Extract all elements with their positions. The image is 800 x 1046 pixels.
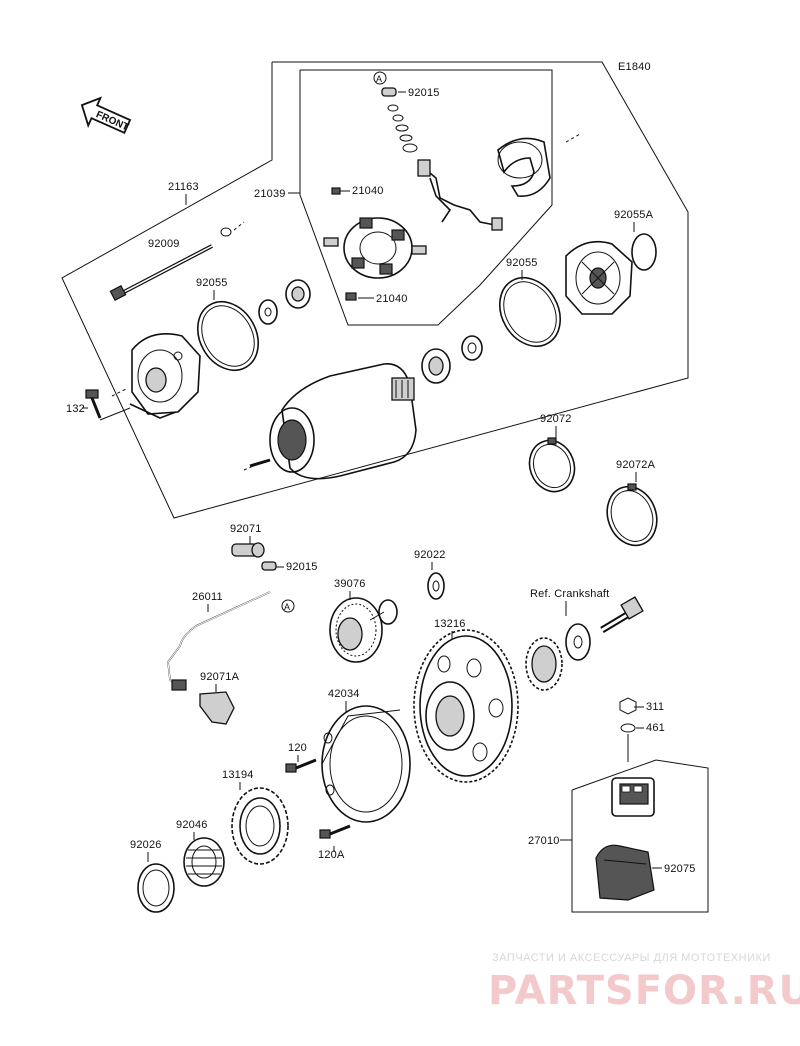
bearing-center <box>421 348 451 384</box>
brush-plate <box>417 159 503 231</box>
part-92072-circlip <box>528 437 576 493</box>
part-92071A-cover <box>199 691 235 725</box>
crankshaft-bolt <box>600 596 644 634</box>
label-92026: 92026 <box>130 839 162 851</box>
part-461-washer <box>620 723 636 733</box>
label-92015-top: 92015 <box>408 87 440 99</box>
part-92075-relay-cover <box>595 844 655 901</box>
part-42034-starter-clutch-housing <box>321 705 411 823</box>
watermark-brand: PARTSFOR.RU <box>488 968 800 1014</box>
part-13216-starter-gear <box>413 629 519 783</box>
crankshaft-washer <box>565 623 591 661</box>
part-92022-washer <box>427 572 445 600</box>
label-92046: 92046 <box>176 819 208 831</box>
label-21163: 21163 <box>168 181 199 193</box>
label-92071A: 92071A <box>200 671 240 683</box>
label-461: 461 <box>646 722 665 734</box>
watermark-tagline: ЗАПЧАСТИ И АКСЕССУАРЫ ДЛЯ МОТОТЕХНИКИ <box>492 952 771 964</box>
label-92015-mid: 92015 <box>286 561 318 573</box>
label-92055-left: 92055 <box>196 277 228 289</box>
label-21039: 21039 <box>254 188 286 200</box>
label-39076: 39076 <box>334 578 366 590</box>
front-end-cover <box>129 333 201 419</box>
relay-group-boundary <box>571 759 709 913</box>
part-92026-washer <box>137 863 175 913</box>
brush-holder <box>323 217 427 279</box>
front-arrow-icon: FRONT <box>80 96 132 134</box>
brush-group-boundary-21039 <box>299 69 553 326</box>
rear-cover <box>565 240 633 315</box>
crankshaft-sprocket <box>525 637 563 691</box>
label-92075: 92075 <box>664 863 696 875</box>
label-92072: 92072 <box>540 413 572 425</box>
part-92055A-oring <box>631 233 657 271</box>
washer-left <box>258 299 278 325</box>
label-92071: 92071 <box>230 523 262 535</box>
part-13194-one-way-clutch <box>231 787 289 865</box>
part-92072A-circlip <box>606 483 658 547</box>
callout-a-top: A <box>373 71 387 85</box>
rear-end-cap <box>497 137 551 197</box>
label-13216: 13216 <box>434 618 466 630</box>
svg-text:A: A <box>376 74 382 84</box>
part-120A-bolt <box>319 824 351 839</box>
part-311-nut <box>619 697 637 715</box>
label-311: 311 <box>646 701 664 713</box>
label-120: 120 <box>288 742 307 754</box>
label-ref-crankshaft: Ref. Crankshaft <box>530 588 609 600</box>
part-132-bolt <box>85 389 102 419</box>
label-120A: 120A <box>318 849 345 861</box>
part-92015-mid-cap <box>261 561 277 571</box>
part-26011-lead-wire <box>167 591 271 691</box>
part-120-bolt <box>285 758 317 773</box>
part-92046-needle-bearing <box>183 837 225 887</box>
part-92055-left-oring <box>197 301 259 371</box>
part-39076-idle-gear <box>329 597 398 663</box>
assembly-boundary-21163 <box>61 61 689 519</box>
label-21040-bottom: 21040 <box>376 293 408 305</box>
label-92055A: 92055A <box>614 209 654 221</box>
label-42034: 42034 <box>328 688 360 700</box>
svg-text:A: A <box>284 602 290 612</box>
washer-small-92009 <box>220 227 232 237</box>
label-92072A: 92072A <box>616 459 656 471</box>
label-13194: 13194 <box>222 769 254 781</box>
starter-motor-yoke <box>249 363 417 480</box>
part-92055-right-oring <box>499 277 561 347</box>
part-92009-through-bolt <box>109 244 213 302</box>
label-92022: 92022 <box>414 549 446 561</box>
callout-a-bottom: A <box>281 599 295 613</box>
label-26011: 26011 <box>192 591 223 603</box>
washer-center <box>461 335 483 361</box>
label-27010: 27010 <box>528 835 560 847</box>
diagram-code: E1840 <box>618 61 651 73</box>
label-21040-top: 21040 <box>352 185 384 197</box>
stacked-nuts <box>387 104 418 153</box>
label-132: 132 <box>66 403 85 415</box>
part-27010-starter-relay <box>611 777 655 817</box>
part-92015-top <box>381 87 397 97</box>
label-92009: 92009 <box>148 238 180 250</box>
part-92071-boot <box>231 542 265 558</box>
label-92055-right: 92055 <box>506 257 538 269</box>
bearing-left <box>285 279 311 309</box>
